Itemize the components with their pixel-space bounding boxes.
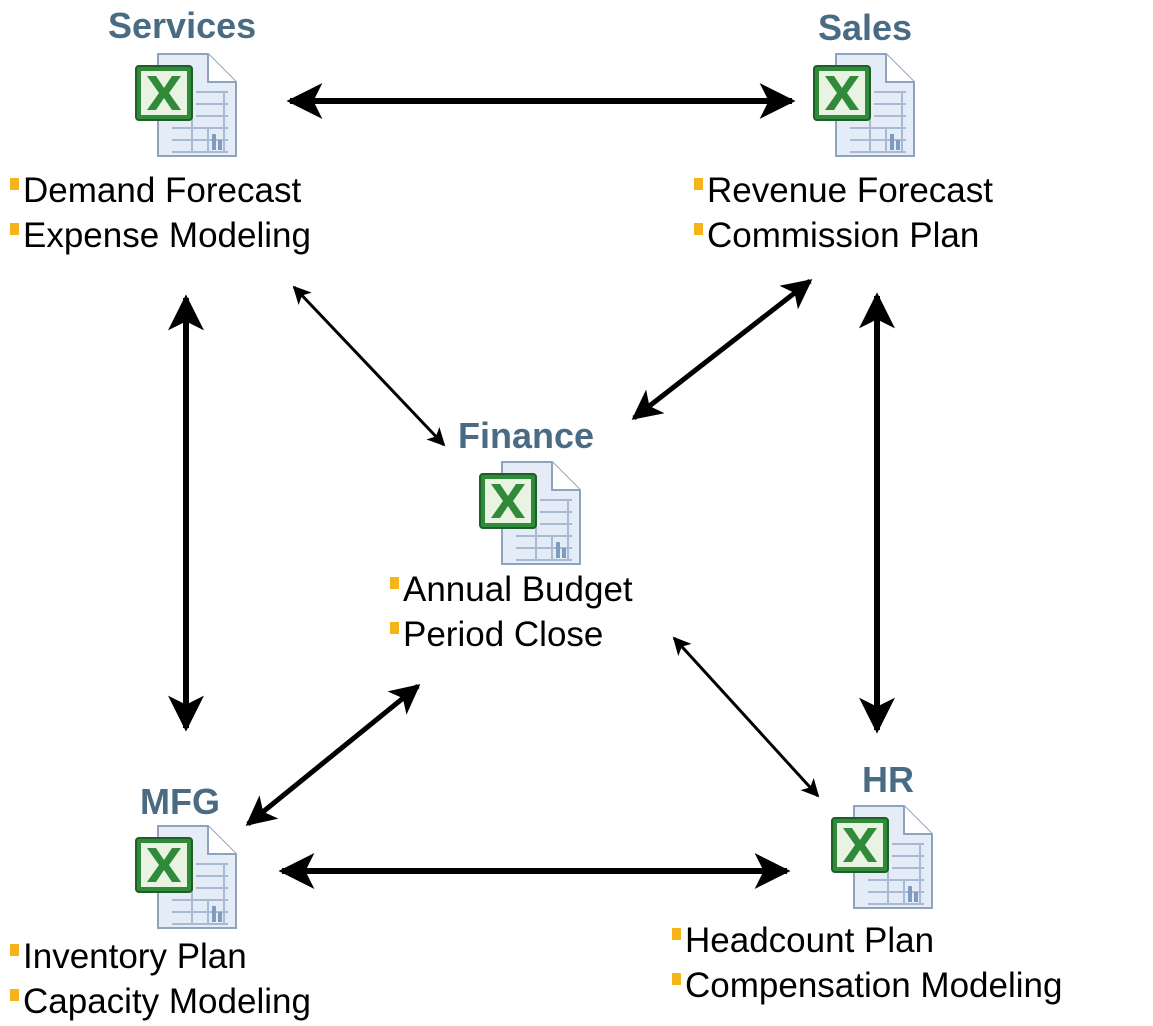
bullet-icon [10, 988, 19, 1001]
excel-spreadsheet-icon [828, 800, 940, 912]
list-item: Annual Budget [390, 567, 633, 612]
services-items: Demand Forecast Expense Modeling [10, 168, 311, 258]
bullet-icon [672, 972, 681, 985]
hr-items: Headcount Plan Compensation Modeling [672, 918, 1062, 1008]
list-item: Headcount Plan [672, 918, 1062, 963]
arrow-sales-finance [631, 279, 813, 420]
excel-spreadsheet-icon [132, 820, 244, 932]
excel-spreadsheet-icon [132, 48, 244, 160]
sales-items: Revenue Forecast Commission Plan [694, 168, 993, 258]
excel-spreadsheet-icon [810, 48, 922, 160]
arrow-finance-mfg [245, 684, 421, 826]
mfg-items: Inventory Plan Capacity Modeling [10, 934, 311, 1024]
list-item: Capacity Modeling [10, 979, 311, 1024]
list-item: Compensation Modeling [672, 963, 1062, 1008]
finance-title: Finance [458, 415, 595, 456]
list-item: Demand Forecast [10, 168, 311, 213]
bullet-icon [10, 943, 19, 956]
mfg-title: MFG [140, 781, 220, 822]
bullet-icon [10, 222, 19, 235]
list-item: Commission Plan [694, 213, 993, 258]
list-item: Period Close [390, 612, 633, 657]
sales-title: Sales [818, 7, 913, 48]
list-item: Inventory Plan [10, 934, 311, 979]
bullet-icon [390, 576, 399, 589]
bullet-icon [390, 621, 399, 634]
hr-title: HR [862, 759, 914, 800]
bullet-icon [672, 927, 681, 940]
arrow-services-finance [292, 285, 446, 447]
list-item: Expense Modeling [10, 213, 311, 258]
excel-spreadsheet-icon [476, 456, 588, 568]
bullet-icon [694, 222, 703, 235]
list-item: Revenue Forecast [694, 168, 993, 213]
bullet-icon [10, 177, 19, 190]
arrow-finance-hr [672, 636, 820, 798]
services-title: Services [108, 5, 257, 46]
bullet-icon [694, 177, 703, 190]
finance-items: Annual Budget Period Close [390, 567, 633, 657]
